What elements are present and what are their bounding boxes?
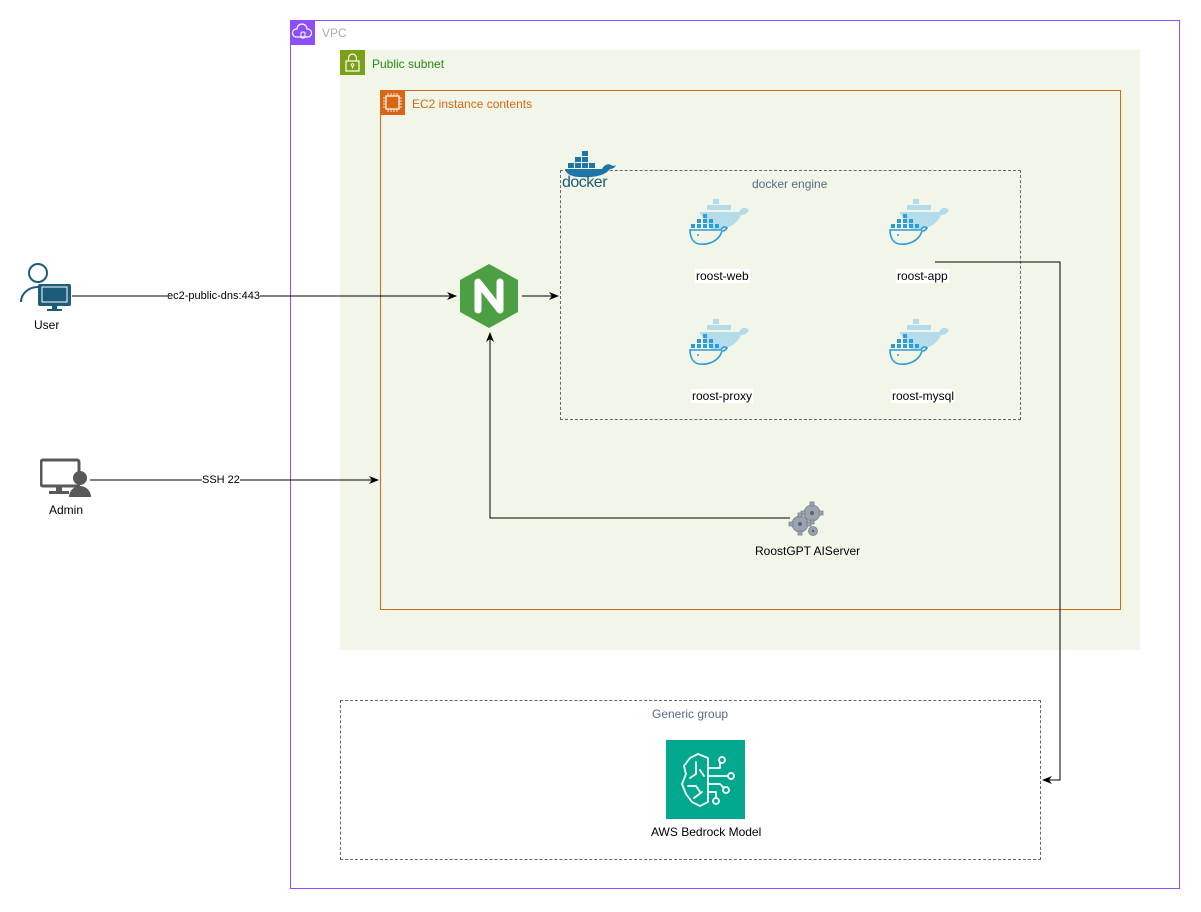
vpc-group xyxy=(290,20,1180,889)
bedrock-brain-icon xyxy=(666,740,745,819)
roost-app-label: roost-app xyxy=(896,269,949,283)
docker-engine-group xyxy=(560,170,1021,420)
container-roost-proxy xyxy=(689,317,753,372)
user-label: User xyxy=(33,318,61,332)
roost-mysql-label: roost-mysql xyxy=(891,389,956,403)
roost-proxy-label: roost-proxy xyxy=(691,389,754,403)
generic-group-label: Generic group xyxy=(652,707,729,721)
edge-app-to-bedrock xyxy=(935,261,1061,784)
public-subnet-label: Public subnet xyxy=(372,57,445,71)
docker-logo-text: docker xyxy=(562,174,608,191)
vpc-cloud-icon xyxy=(290,20,315,45)
public-subnet-group xyxy=(340,50,1140,650)
chip-icon xyxy=(380,90,405,115)
docker-container-icon xyxy=(889,319,949,365)
edge-aiserver-to-nginx xyxy=(486,332,790,519)
ec2-instance-label: EC2 instance contents xyxy=(412,97,533,111)
generic-group xyxy=(340,700,1041,860)
container-roost-web xyxy=(689,197,753,252)
roost-web-label: roost-web xyxy=(695,269,750,283)
nginx-icon xyxy=(459,263,519,329)
edge-label-ssh: SSH 22 xyxy=(202,474,240,486)
lock-icon xyxy=(340,50,365,75)
vpc-label: VPC xyxy=(322,26,347,40)
ec2-instance-group xyxy=(380,90,1121,610)
edge-label-user-nginx: ec2-public-dns:443 xyxy=(167,290,260,302)
container-roost-mysql xyxy=(889,317,953,372)
bedrock-label: AWS Bedrock Model xyxy=(651,825,762,839)
user-icon xyxy=(18,262,74,312)
docker-container-icon xyxy=(689,319,749,365)
aiserver-label: RoostGPT AIServer xyxy=(755,544,861,558)
docker-container-icon xyxy=(689,199,749,245)
docker-logo-icon: docker xyxy=(562,150,617,195)
docker-engine-label: docker engine xyxy=(752,177,828,191)
admin-label: Admin xyxy=(48,503,85,517)
docker-container-icon xyxy=(889,199,949,245)
admin-icon xyxy=(39,458,92,498)
gears-icon xyxy=(788,500,824,540)
container-roost-app xyxy=(889,197,953,252)
